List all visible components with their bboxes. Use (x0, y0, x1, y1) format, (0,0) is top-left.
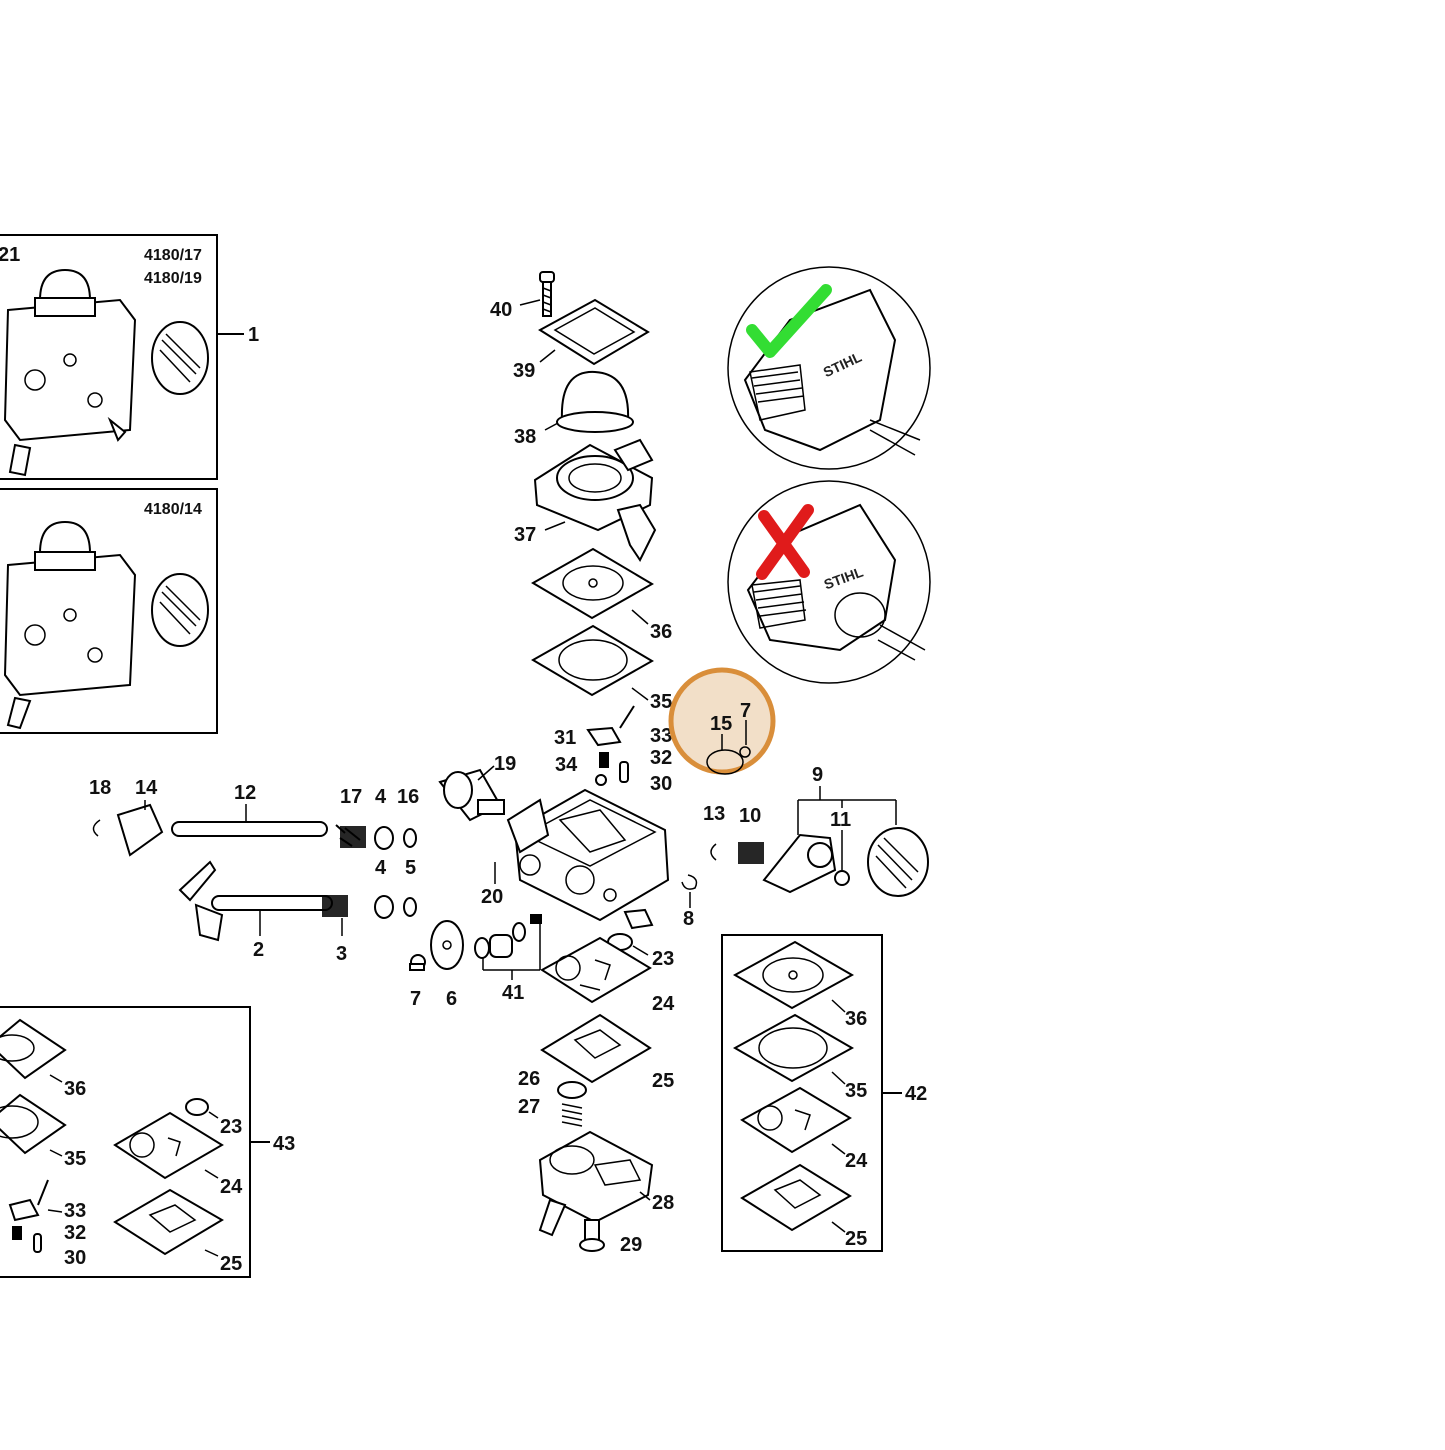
label-41: 41 (502, 982, 524, 1004)
kit-43-item-36: 36 (64, 1078, 86, 1100)
label-11: 11 (830, 809, 851, 831)
label-39: 39 (513, 360, 535, 382)
exploded-parts: 40 39 38 37 36 35 31 33 32 (409, 271, 698, 1256)
kit-42-item-25: 25 (845, 1228, 867, 1250)
label-23: 23 (652, 948, 674, 970)
shaft-parts: 18 14 12 17 4 16 2 3 4 5 (89, 777, 419, 965)
label-31: 31 (554, 727, 576, 749)
highlight-circle: 15 7 (668, 667, 776, 775)
label-28: 28 (652, 1192, 674, 1214)
kit-42-item-24: 24 (845, 1150, 868, 1172)
kit-43-item-33: 33 (64, 1200, 86, 1222)
label-7: 7 (410, 988, 421, 1010)
label-24: 24 (652, 993, 675, 1015)
label-37: 37 (514, 524, 536, 546)
label-34: 34 (555, 754, 578, 776)
label-2: 2 (253, 939, 264, 961)
label-4: 4 (375, 857, 387, 879)
label-29: 29 (620, 1234, 642, 1256)
label-18: 18 (89, 777, 111, 799)
photo-correct: STIHL (727, 266, 931, 470)
kit-43-item-32: 32 (64, 1222, 86, 1244)
label-10: 10 (739, 805, 761, 827)
label-36: 36 (650, 621, 672, 643)
label-35: 35 (650, 691, 672, 713)
label-13: 13 (703, 803, 725, 825)
label-25: 25 (652, 1070, 674, 1092)
label-38: 38 (514, 426, 536, 448)
kit-42-item-35: 35 (845, 1080, 867, 1102)
label-40: 40 (490, 299, 512, 321)
model-code: 4180/14 (144, 501, 202, 518)
label-9: 9 (812, 764, 823, 786)
kit-43-item-35: 35 (64, 1148, 86, 1170)
kit-43-item-25: 25 (220, 1253, 242, 1275)
label-12: 12 (234, 782, 256, 804)
label-33: 33 (650, 725, 672, 747)
label-5: 5 (405, 857, 416, 879)
label-43: 43 (273, 1133, 295, 1155)
label-4: 4 (375, 786, 387, 808)
model-code: 4180/17 (144, 247, 202, 264)
label-6: 6 (446, 988, 457, 1010)
model-code: 4180/19 (144, 270, 202, 287)
label-27: 27 (518, 1096, 540, 1118)
label-15: 15 (710, 713, 732, 735)
label-1: 1 (248, 324, 259, 346)
kit-42-box: 36 35 24 25 42 (721, 934, 927, 1252)
kit-43-item-23: 23 (220, 1116, 242, 1138)
kit-43-box: 36 35 23 24 33 32 30 25 43 (0, 1006, 295, 1278)
kit-43-item-30: 30 (64, 1247, 86, 1269)
label-42: 42 (905, 1083, 927, 1105)
kit-43-item-24: 24 (220, 1176, 243, 1198)
label-14: 14 (135, 777, 158, 799)
kit-42-item-36: 36 (845, 1008, 867, 1030)
label-19: 19 (494, 753, 516, 775)
label-32: 32 (650, 747, 672, 769)
label-16: 16 (397, 786, 419, 808)
label-21: 21 (0, 244, 20, 266)
label-7-highlight: 7 (740, 700, 751, 722)
carburetor-box-top: 21 4180/17 4180/19 1 (0, 234, 259, 480)
photo-incorrect: STIHL (727, 480, 931, 684)
label-26: 26 (518, 1068, 540, 1090)
label-8: 8 (683, 908, 694, 930)
label-20: 20 (481, 886, 503, 908)
label-17: 17 (340, 786, 362, 808)
label-30: 30 (650, 773, 672, 795)
adjuster-parts: 13 10 9 11 (703, 764, 929, 897)
label-3: 3 (336, 943, 347, 965)
checkmark-icon (746, 284, 832, 358)
carburetor-box-middle: 4180/14 (0, 488, 218, 734)
cross-icon (756, 504, 814, 580)
